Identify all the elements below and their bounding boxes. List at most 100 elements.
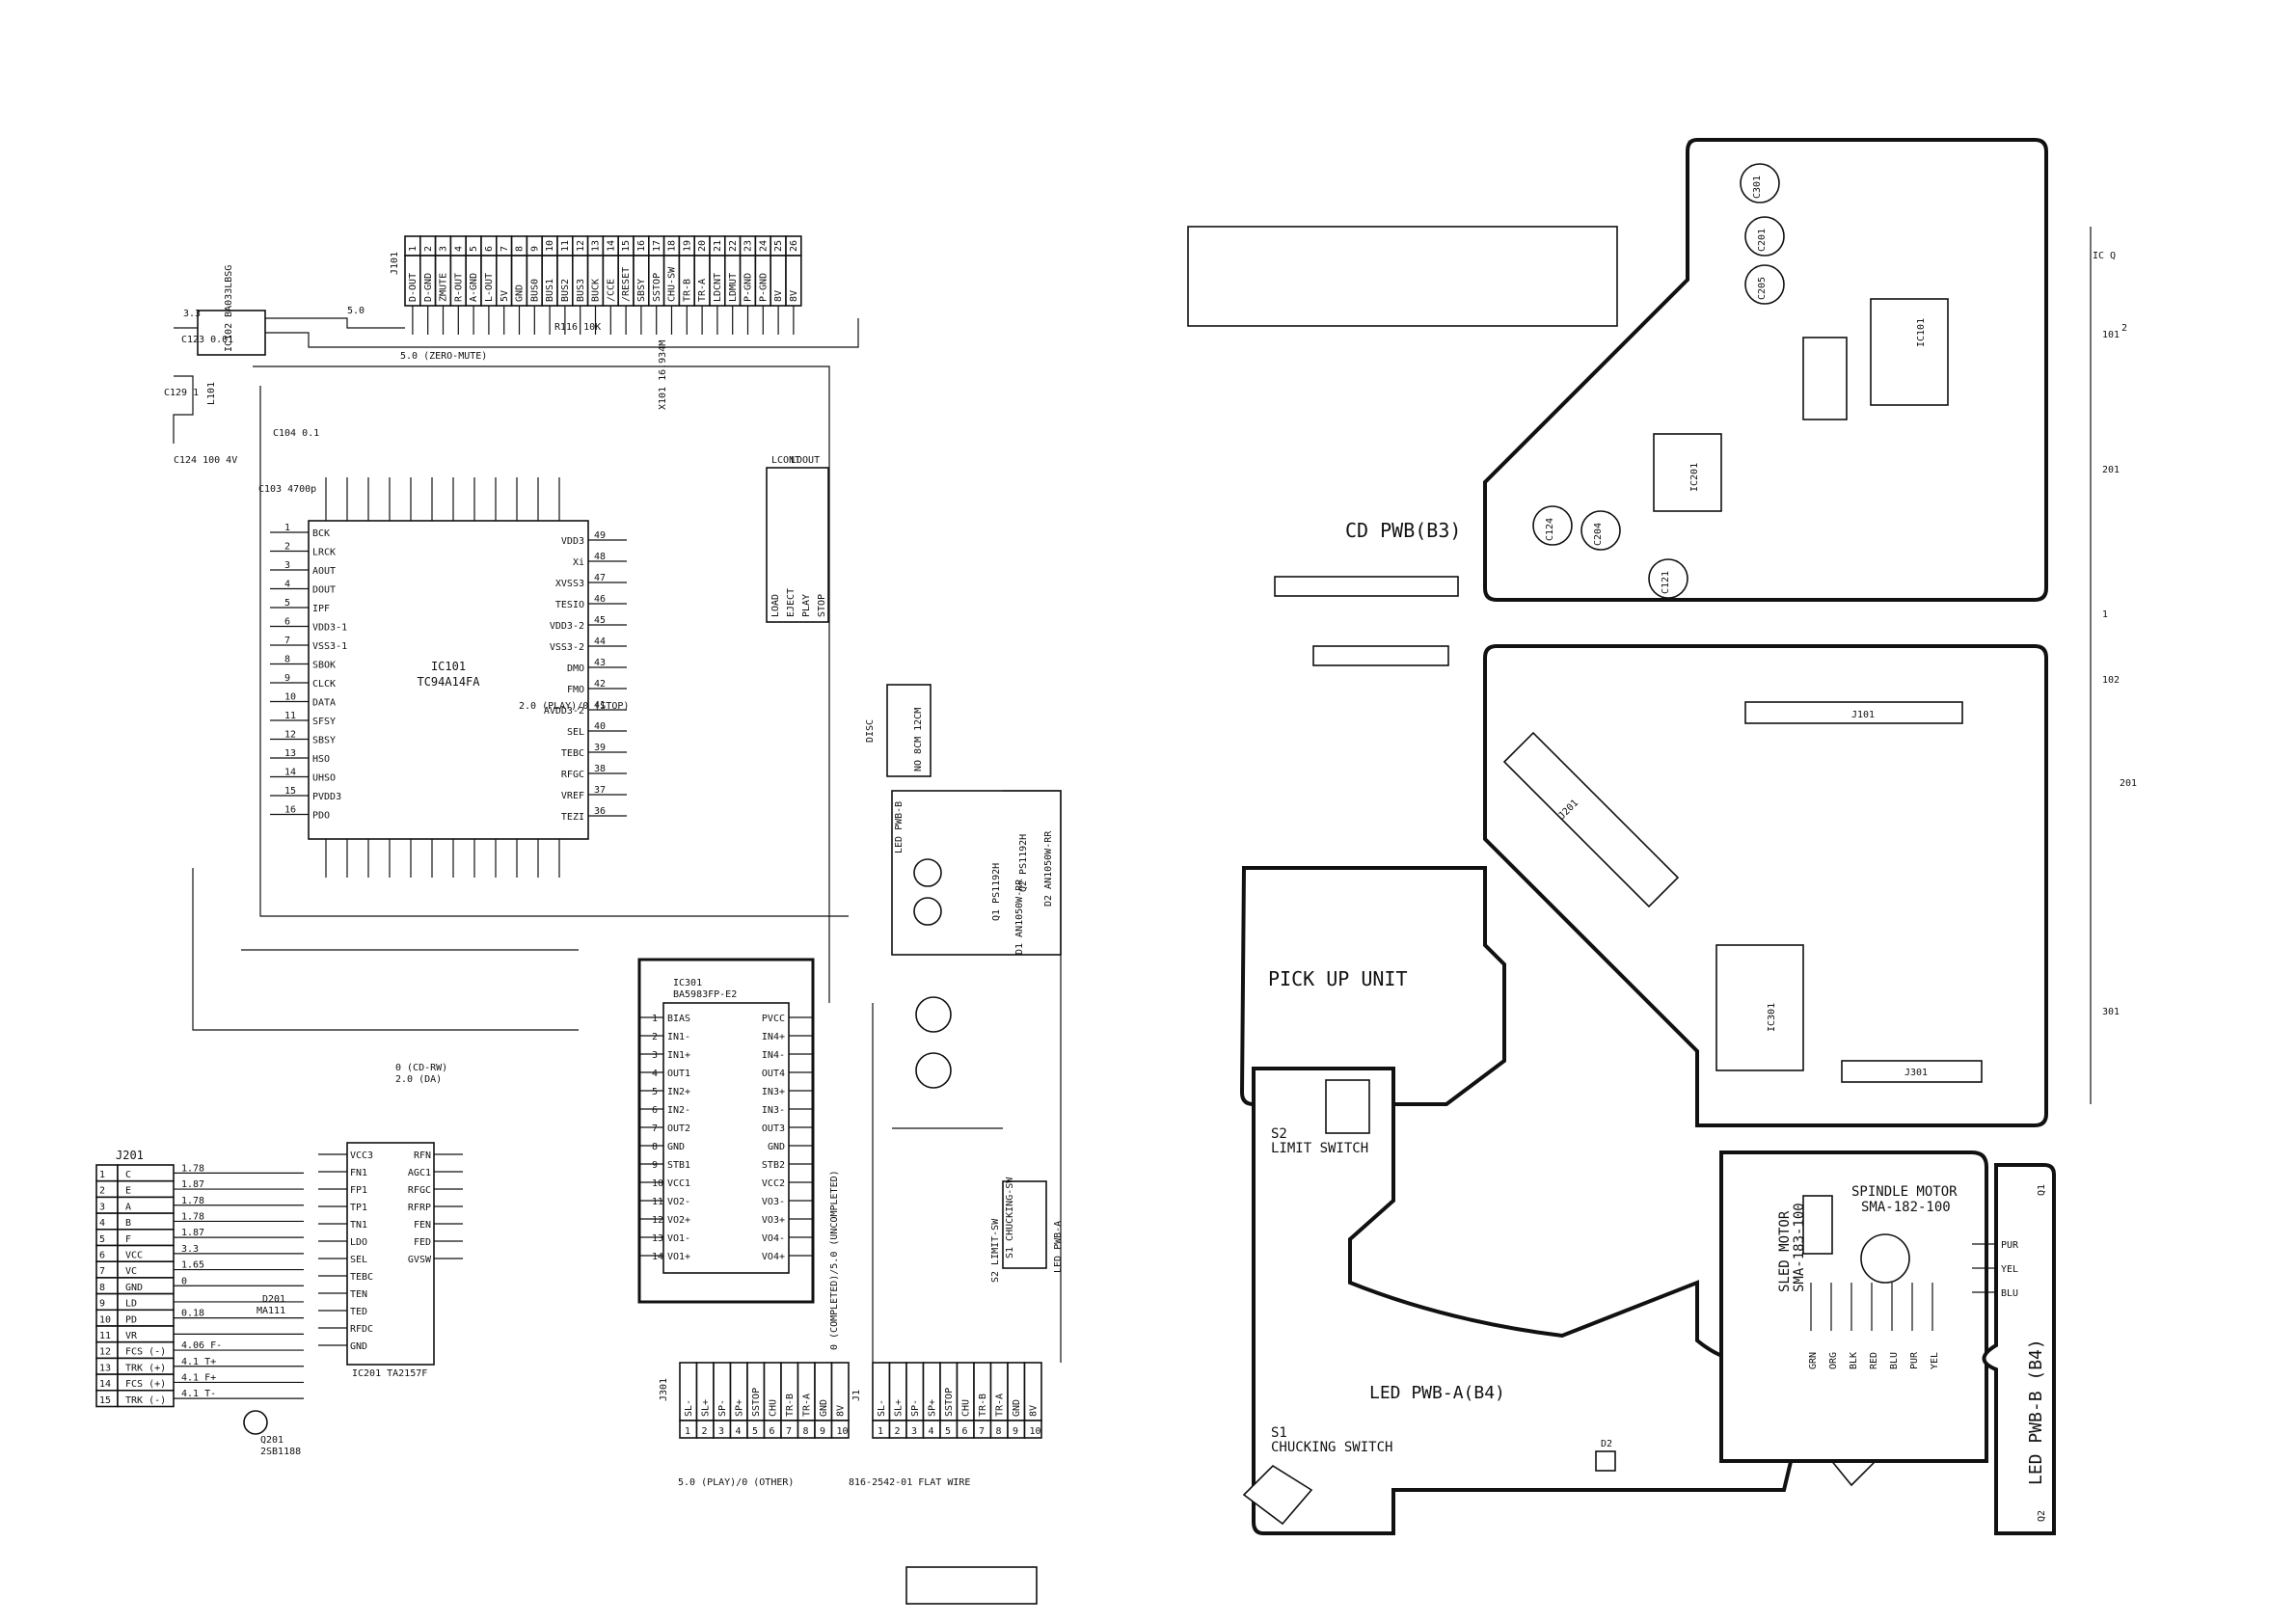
pcb-capacitor-label: C204 <box>1593 523 1604 546</box>
title-block-box <box>1187 226 1618 327</box>
ic101-right-pin-name: XVSS3 <box>555 579 584 589</box>
j301-signal-name: GND <box>819 1399 829 1417</box>
ic101-right-pin-number: 38 <box>594 764 606 774</box>
j301-pin-number: 7 <box>786 1426 792 1437</box>
ic301-left-pin-name: VO2+ <box>667 1215 690 1226</box>
pcb-capacitor <box>1580 510 1621 551</box>
ic101-pin-number: 15 <box>284 786 296 797</box>
ic201-pin-name: FN1 <box>350 1168 367 1178</box>
j201-signal-name: B <box>125 1218 131 1229</box>
ic301-left-pin-name: VO1- <box>667 1233 690 1244</box>
ic301-frame <box>637 958 815 1304</box>
ic101-body <box>308 520 589 840</box>
c129-label: C129 1 <box>164 388 199 398</box>
chucking-sw-label: S1 CHUCKING-SW <box>1005 1177 1015 1259</box>
motor-symbol <box>915 1052 952 1089</box>
ic101-right-pin-number: 48 <box>594 552 606 562</box>
ic201-pin-name: LDO <box>350 1237 367 1248</box>
ic301-pin-number: 8 <box>652 1142 658 1152</box>
ic301-pin-number: 10 <box>652 1178 663 1189</box>
main-pwb-outline <box>1483 644 2048 1127</box>
ic101-pin-number: 2 <box>284 542 290 553</box>
d1-label: D1 AN1050W-RR <box>1014 879 1025 955</box>
ic101-left-pin-name: CLCK <box>312 679 336 690</box>
j201-signal-name: FCS (+) <box>125 1379 166 1390</box>
pcb-ic201-label: IC201 <box>1689 463 1700 492</box>
ic301-left-pin-name: BIAS <box>667 1014 690 1024</box>
ic301-pin-number: 5 <box>652 1087 658 1097</box>
ic101-pin-number: 8 <box>284 655 290 665</box>
j301-pin-cell <box>830 1420 850 1439</box>
disc-values: NO 8CM 12CM <box>913 708 924 771</box>
j101-signal-name: ZMUTE <box>439 273 449 302</box>
ic101-left-pin-name: AOUT <box>312 566 336 577</box>
j101-signal-name: /RESET <box>621 267 632 302</box>
j201-pin-number: 4 <box>99 1218 105 1229</box>
motor-wire-color: BLK <box>1849 1352 1859 1369</box>
ic301-right-pin-name: OUT4 <box>762 1069 785 1079</box>
j101-signal-name: 8V <box>773 290 784 302</box>
ic101-pin-number: 12 <box>284 730 296 741</box>
j201-pin-voltage: 1.87 <box>181 1179 204 1190</box>
j101-pin-number: 8 <box>515 246 526 252</box>
c123-label: C123 0.01 <box>181 335 233 345</box>
j201-pin-number: 3 <box>99 1202 105 1212</box>
j101-signal-name: L-OUT <box>484 273 495 302</box>
pcb-capacitor-label: C301 <box>1752 176 1763 199</box>
pcb-capacitor <box>1648 558 1688 599</box>
ic301-pin-number: 2 <box>652 1032 658 1042</box>
j1-signal-name: CHU <box>961 1399 972 1417</box>
ic101-right-pin-name: FMO <box>567 685 584 695</box>
j1-signal-name: 8V <box>1029 1405 1040 1417</box>
ic101-left-pin-name: VDD3-1 <box>312 623 347 634</box>
page-label-box <box>905 1566 1038 1605</box>
ic101-right-pin-number: 47 <box>594 573 606 583</box>
pcb-d2-label: D2 <box>1601 1439 1612 1449</box>
j201-pin-number: 5 <box>99 1234 105 1245</box>
pcb-s1-name: CHUCKING SWITCH <box>1271 1440 1392 1455</box>
limit-sw-label: S2 LIMIT-SW <box>990 1218 1001 1283</box>
j101-signal-name: SBSY <box>636 279 647 302</box>
q1-label: Q1 PS1192H <box>991 863 1002 921</box>
pick-up-label: PICK UP UNIT <box>1268 967 1408 990</box>
j101-pin-number: 16 <box>636 240 647 252</box>
play-stop-label: 2.0 (PLAY)/0 (STOP) <box>519 701 629 712</box>
ic201-body <box>346 1142 435 1366</box>
ic101-right-pin-number: 41 <box>594 700 606 711</box>
j101-pin-number: 21 <box>713 240 723 252</box>
ic301-left-pin-name: OUT1 <box>667 1069 690 1079</box>
ic101-right-pin-name: VDD3 <box>561 536 584 547</box>
pcb-j101-label: J101 <box>1851 710 1875 720</box>
motor-wire-color: RED <box>1869 1352 1879 1369</box>
j101-signal-name: 8V <box>789 290 799 302</box>
ic101-right-pin-number: 42 <box>594 679 606 690</box>
cd-rw-label: 0 (CD-RW) <box>395 1063 447 1073</box>
j101-pin-number: 20 <box>697 240 708 252</box>
j101-signal-name: SSTOP <box>652 273 662 302</box>
spindle-motor-part: SMA-182-100 <box>1861 1200 1951 1215</box>
ic101-right-pin-number: 45 <box>594 615 606 626</box>
side-scale-mark: 2 <box>2121 323 2127 334</box>
connector-j101-title: J101 <box>390 252 400 275</box>
j201-pin-number: 1 <box>99 1170 105 1180</box>
pcb-q1-label: Q1 <box>2037 1184 2047 1196</box>
j201-pin-number: 15 <box>99 1395 111 1406</box>
ic301-right-pin-name: VCC2 <box>762 1178 785 1189</box>
j201-pin-number: 6 <box>99 1251 105 1261</box>
ic101-left-pin-name: UHSO <box>312 773 336 784</box>
da-label: 2.0 (DA) <box>395 1074 442 1085</box>
sled-motor-label: SLED MOTOR <box>1777 1210 1793 1292</box>
j1-pin-number: 2 <box>895 1426 901 1437</box>
load-eject-col: PLAY <box>801 594 812 617</box>
pcb-j301-header <box>1841 1060 1983 1083</box>
ic201-pin-name: RFDC <box>350 1324 373 1335</box>
c103-label: C103 4700p <box>258 484 316 495</box>
pcb-j301-label: J301 <box>1904 1068 1928 1078</box>
j101-signal-name: P-GND <box>758 273 769 302</box>
j301-pin-number: 2 <box>702 1426 708 1437</box>
d201-part: MA111 <box>257 1306 285 1316</box>
j1-pin-number: 1 <box>878 1426 883 1437</box>
ic301-pin-number: 12 <box>652 1215 663 1226</box>
led-pwb-b-pcb-label: LED PWB-B (B4) <box>2026 1339 2046 1485</box>
j101-signal-name: BUS2 <box>560 279 571 302</box>
